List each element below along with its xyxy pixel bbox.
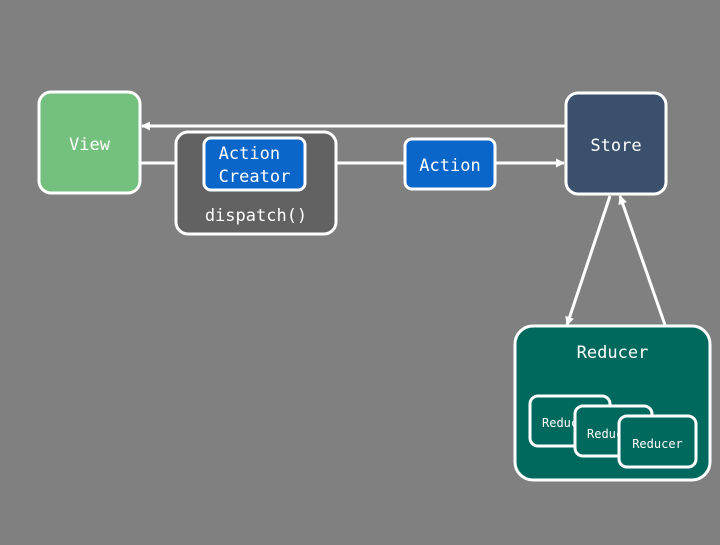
store-to-reducer-arrow (565, 195, 612, 326)
reducer-group-label: Reducer (577, 343, 649, 363)
action-creator-box (202, 136, 307, 192)
store-label: Store (590, 136, 641, 156)
view-node: View (37, 90, 142, 195)
action-creator-line2: Creator (219, 167, 291, 187)
reducer-label-3: Reducer (632, 437, 683, 451)
action-label: Action (419, 156, 480, 176)
reducer-item: Reducer (617, 414, 698, 469)
reducer-to-store-arrow (618, 195, 667, 326)
action-creator-line1: Action (219, 144, 280, 164)
reducer-label-1: Reducer (542, 416, 593, 430)
reducer-group-node: Reducer Reducer Reducer Reducer (513, 324, 712, 482)
action-creator-node: Action Creator (202, 136, 307, 192)
action-box (403, 137, 497, 191)
dispatch-label: dispatch() (205, 206, 307, 226)
store-node: Store (564, 91, 668, 196)
view-label: View (69, 135, 111, 155)
action-creator-label: Action Creator (219, 144, 291, 187)
view-box (37, 90, 142, 195)
store-box (564, 91, 668, 196)
action-node: Action (403, 137, 497, 191)
reducer-box-3 (617, 414, 698, 469)
